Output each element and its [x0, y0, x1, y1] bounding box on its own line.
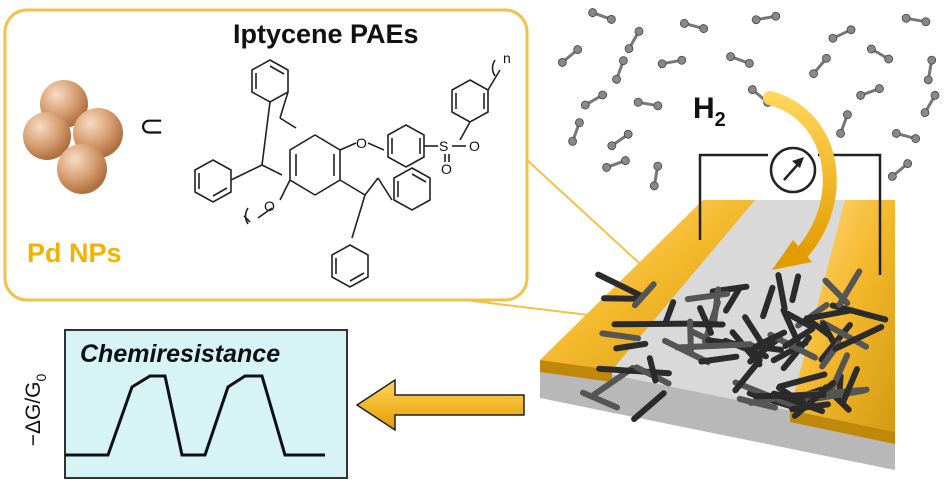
nanofiber: [742, 314, 764, 344]
nanofiber: [836, 268, 863, 308]
nanofiber: [684, 290, 731, 303]
h2-molecule: [679, 19, 709, 33]
nanofiber: [631, 390, 667, 422]
nanofiber: [613, 340, 649, 352]
h2-molecule: [887, 159, 913, 181]
nanofiber: [804, 307, 855, 322]
h2-molecule: [828, 25, 856, 43]
nanofiber: [580, 389, 620, 411]
nanofiber: [752, 391, 827, 400]
h2-molecule: [607, 129, 633, 151]
nanofiber: [732, 357, 763, 394]
nanofiber-network: [580, 268, 889, 422]
h2-molecule: [809, 53, 831, 79]
atom-o-top: O: [356, 135, 367, 151]
chemiresistor-device: [540, 146, 895, 470]
h2-molecule: [923, 55, 937, 85]
h2-molecule: [901, 13, 931, 27]
atom-o-sulfonyl-right: O: [469, 138, 480, 154]
atom-o-sulfonyl-bottom: O: [441, 161, 452, 177]
h2-molecule: [557, 45, 583, 67]
nanofiber: [760, 284, 776, 320]
nanofiber: [601, 295, 641, 302]
nanofiber: [698, 353, 740, 365]
svg-text:−ΔG/G0: −ΔG/G0: [22, 374, 49, 447]
nanofiber: [789, 401, 831, 413]
h2-molecule: [633, 97, 663, 111]
h2-molecule: [856, 84, 884, 100]
left-electrode-top: [540, 200, 755, 370]
h2-molecule: [891, 129, 921, 143]
nanofiber: [776, 371, 828, 390]
nanofiber: [840, 366, 860, 405]
hydrogen-molecules: [557, 8, 940, 191]
nanofiber: [596, 365, 672, 377]
h2-molecule: [612, 56, 628, 84]
nanofiber: [631, 281, 657, 309]
nanofiber: [780, 334, 812, 372]
nanofiber: [819, 319, 870, 350]
h2-molecule: [588, 8, 616, 24]
nanofiber: [755, 329, 788, 348]
response-curve: [65, 374, 325, 457]
nanofiber: [611, 320, 692, 328]
response-panel: Chemiresistance −ΔG/G0: [22, 329, 348, 479]
nanofiber: [599, 330, 642, 342]
chemiresistance-title: Chemiresistance: [80, 340, 280, 368]
subset-symbol: ⊂: [139, 110, 164, 143]
y-axis-label: −ΔG/G: [22, 382, 45, 447]
nanofiber: [662, 299, 677, 327]
inset-title: Iptycene PAEs: [233, 19, 419, 49]
h2-molecule: [580, 90, 608, 110]
pd-nps-label: Pd NPs: [27, 238, 122, 268]
svg-text:H2: H2: [693, 92, 726, 131]
substrate-front: [540, 360, 895, 470]
inset-frame: [3, 8, 529, 302]
h2-subscript: 2: [715, 109, 726, 131]
left-electrode-front: [540, 360, 612, 382]
signal-arrow: [355, 378, 525, 432]
nanofiber: [697, 305, 714, 336]
measurement-wire: [698, 153, 768, 240]
h2-molecule: [649, 161, 663, 191]
nanofiber: [646, 355, 659, 384]
nanofiber: [723, 287, 742, 314]
nanofiber: [784, 310, 812, 329]
h2-molecule: [866, 44, 894, 64]
right-electrode-front: [790, 410, 895, 444]
nanofiber: [820, 321, 839, 349]
h2-molecule: [751, 11, 781, 25]
y-axis-label-subscript: 0: [33, 374, 49, 382]
atom-s: S: [439, 138, 448, 154]
iptycene-pae-structure: [194, 59, 501, 288]
h2-molecule: [568, 118, 584, 146]
composite-inset: Iptycene PAEs ⊂ Pd NPs: [3, 8, 529, 302]
gas-flow-arrow: [763, 91, 837, 270]
h2-molecule: [624, 26, 644, 54]
pd-nanoparticle-cluster: [23, 80, 123, 194]
nanofiber: [736, 395, 778, 411]
atom-o-bottom: O: [264, 198, 275, 214]
h2-molecule: [657, 55, 687, 69]
nanofiber: [595, 271, 645, 299]
nanofiber: [674, 341, 754, 351]
h2-label: H: [693, 92, 715, 125]
nanofiber: [829, 302, 889, 323]
h2-molecule: [726, 52, 754, 68]
nanofiber: [780, 307, 802, 347]
nanofiber: [775, 272, 788, 312]
h2-molecule: [920, 90, 940, 118]
h2-molecule: [836, 110, 852, 138]
nanofiber: [789, 273, 802, 304]
nanofiber: [832, 324, 885, 352]
repeat-index-n: n: [503, 50, 511, 66]
h2-molecule: [602, 156, 630, 172]
